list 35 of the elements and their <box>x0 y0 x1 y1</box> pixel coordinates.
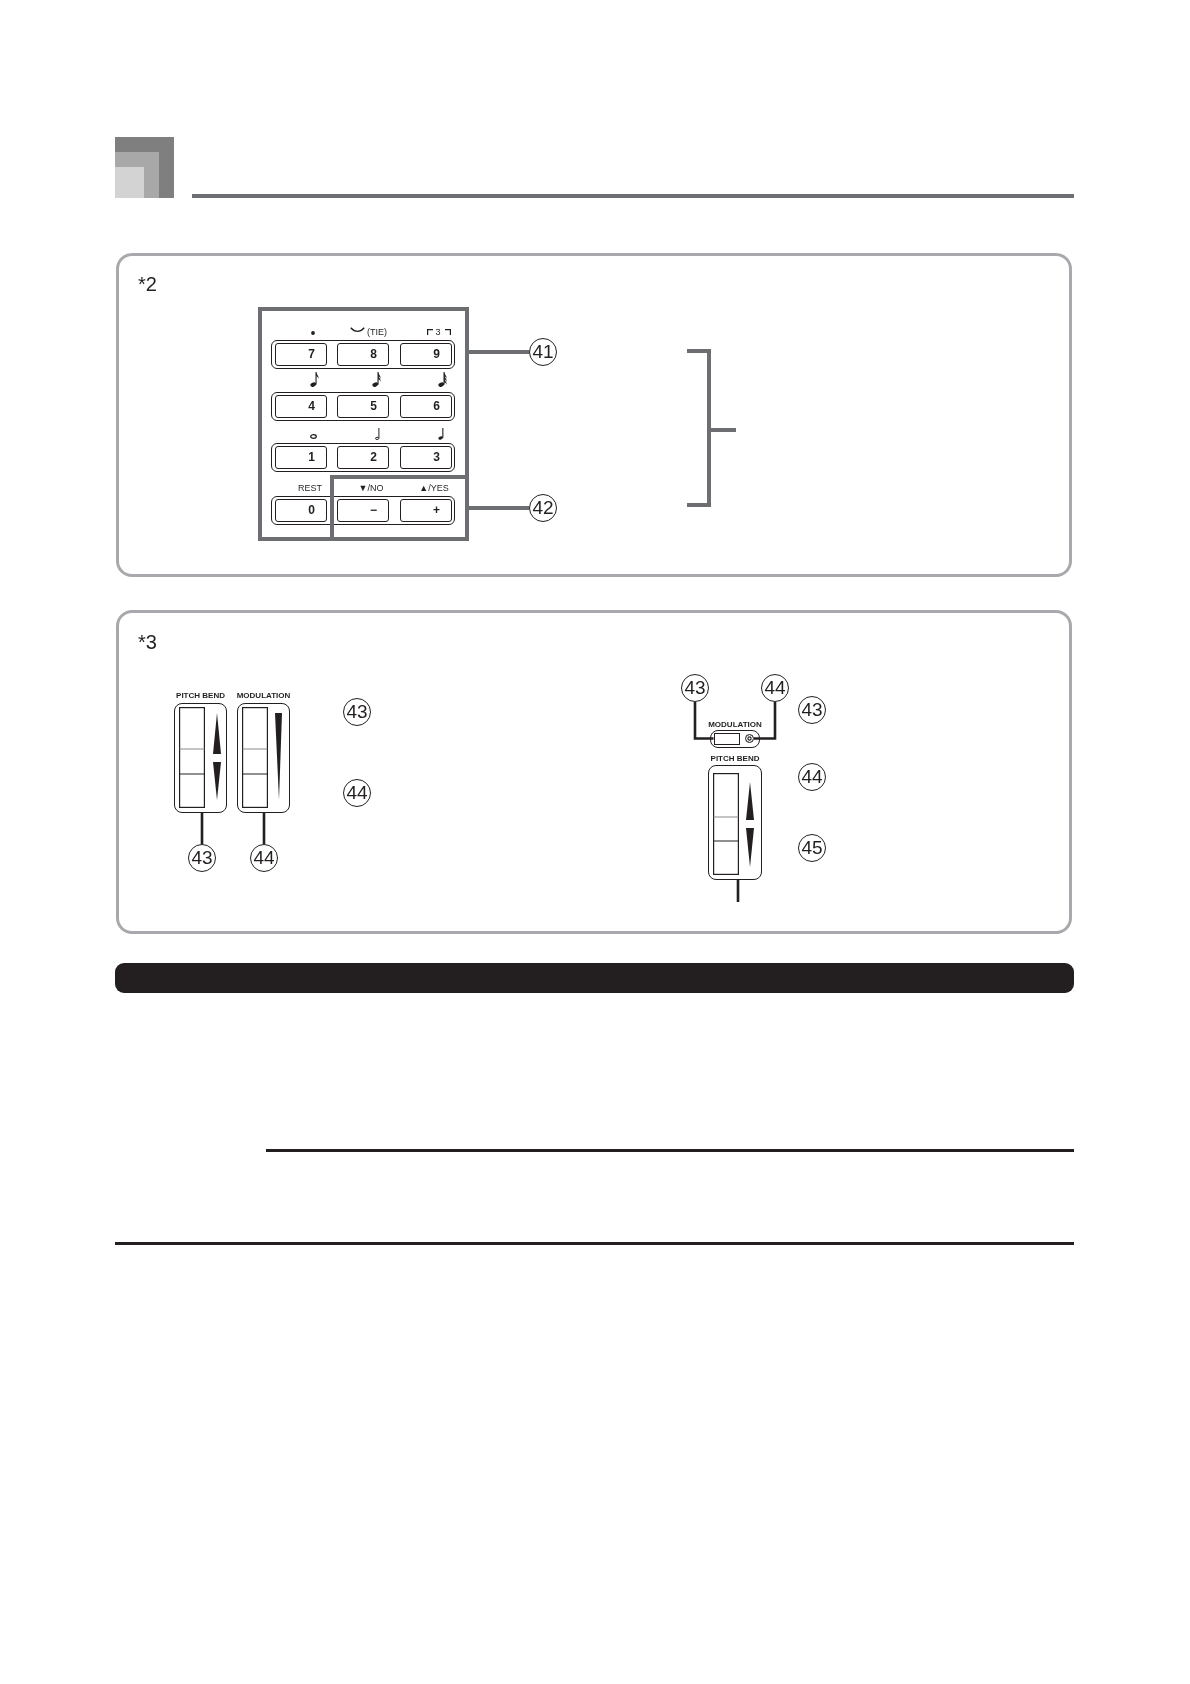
leader-line <box>200 813 204 844</box>
leader-line <box>693 702 714 740</box>
key: 9 <box>400 343 452 366</box>
leader-line <box>469 506 529 510</box>
panel <box>116 610 1072 934</box>
key-label: ▼/NO <box>358 483 384 493</box>
key-label: (TIE) <box>367 327 387 337</box>
key-label: 3 <box>435 327 441 337</box>
key: 1 <box>275 446 327 469</box>
key: + <box>400 499 452 522</box>
keypad-frame <box>258 307 469 541</box>
leader-line <box>754 702 777 740</box>
key: 2 <box>337 446 389 469</box>
key: 5 <box>337 395 389 418</box>
leader-line <box>469 350 529 354</box>
key: 8 <box>337 343 389 366</box>
footnote-mark: *3 <box>138 631 157 653</box>
leader-line <box>736 880 740 902</box>
heading-bar <box>115 963 1074 993</box>
control-label: PITCH BEND <box>176 691 225 700</box>
wheel <box>713 732 740 745</box>
key-label: REST <box>298 483 322 493</box>
key: 6 <box>400 395 452 418</box>
key: − <box>337 499 389 522</box>
key: 3 <box>400 446 452 469</box>
key: 7 <box>275 343 327 366</box>
key: 0 <box>275 499 327 522</box>
leader-line <box>262 813 266 844</box>
key: 4 <box>275 395 327 418</box>
panel <box>116 253 1072 577</box>
control-label: PITCH BEND <box>710 754 760 763</box>
footnote-mark: *2 <box>138 273 157 295</box>
control-label: MODULATION <box>236 691 291 700</box>
control-label: MODULATION <box>708 720 762 729</box>
key-label: ▲/YES <box>419 483 449 493</box>
